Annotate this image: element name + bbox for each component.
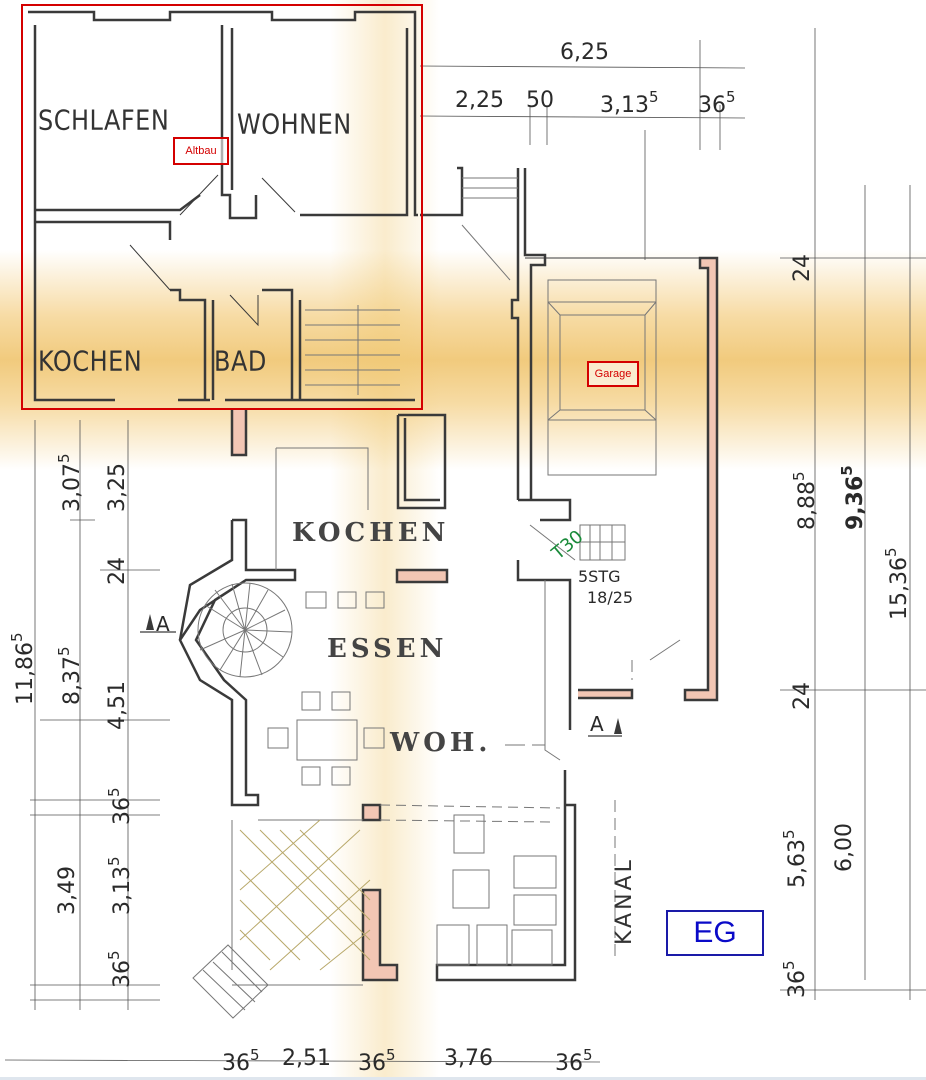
dim-left-8-37: 8,375 (55, 646, 85, 705)
garage-tag: Garage (587, 361, 639, 387)
room-label-essen: ESSEN (327, 634, 448, 664)
dim-top-seg-4: 365 (698, 88, 736, 118)
dim-top-seg-1: 2,25 (455, 88, 504, 113)
floor-level-tag: EG (666, 910, 764, 956)
room-label-wohnen-short: WOH. (390, 728, 492, 758)
room-label-wohnen: WOHNEN (237, 108, 352, 141)
stair-ratio-label: 18/25 (587, 588, 634, 607)
room-label-kochen: KOCHEN (292, 518, 450, 548)
altbau-tag: Altbau (173, 137, 229, 165)
dim-left-24: 24 (105, 557, 130, 585)
dim-right-15-36: 15,365 (882, 547, 912, 620)
dim-bottom-seg-4: 3,76 (444, 1046, 493, 1071)
label-kanal: KANAL (612, 857, 637, 945)
dim-top-total: 6,25 (560, 40, 609, 65)
dim-right-36: 365 (780, 960, 810, 998)
dim-bottom-seg-5: 365 (555, 1046, 593, 1076)
dim-bottom-seg-1: 365 (222, 1046, 260, 1076)
dim-right-5-63: 5,635 (780, 829, 810, 888)
dim-bottom-seg-2: 2,51 (282, 1046, 331, 1071)
dim-left-3-07: 3,075 (55, 453, 85, 512)
room-label-bad: BAD (214, 345, 267, 378)
room-label-kochen-altbau: KOCHEN (38, 345, 143, 378)
dim-left-36-b: 365 (105, 950, 135, 988)
scan-highlight-band (0, 250, 926, 470)
dim-left-11-86: 11,865 (8, 632, 38, 705)
section-marker-left: A (156, 612, 170, 636)
dim-right-24-top: 24 (790, 254, 815, 282)
dim-right-8-88: 8,885 (790, 471, 820, 530)
altbau-frame (21, 4, 423, 410)
dim-top-seg-2: 50 (526, 88, 554, 113)
room-label-schlafen: SCHLAFEN (38, 104, 170, 137)
dim-top-seg-3: 3,135 (600, 88, 659, 118)
dim-left-3-49: 3,49 (55, 866, 80, 915)
bottom-border (0, 1077, 926, 1080)
stair-steps-label: 5STG (578, 567, 621, 586)
dim-left-4-51: 4,51 (105, 681, 130, 730)
section-marker-right: A (590, 712, 604, 736)
dim-right-24-mid: 24 (790, 682, 815, 710)
dim-right-6-00: 6,00 (832, 823, 857, 872)
dim-left-3-25: 3,25 (105, 463, 130, 512)
dim-left-36-a: 365 (105, 787, 135, 825)
dim-right-9-36: 9,365 (838, 465, 868, 530)
dim-bottom-seg-3: 365 (358, 1046, 396, 1076)
dim-left-3-13: 3,135 (105, 856, 135, 915)
